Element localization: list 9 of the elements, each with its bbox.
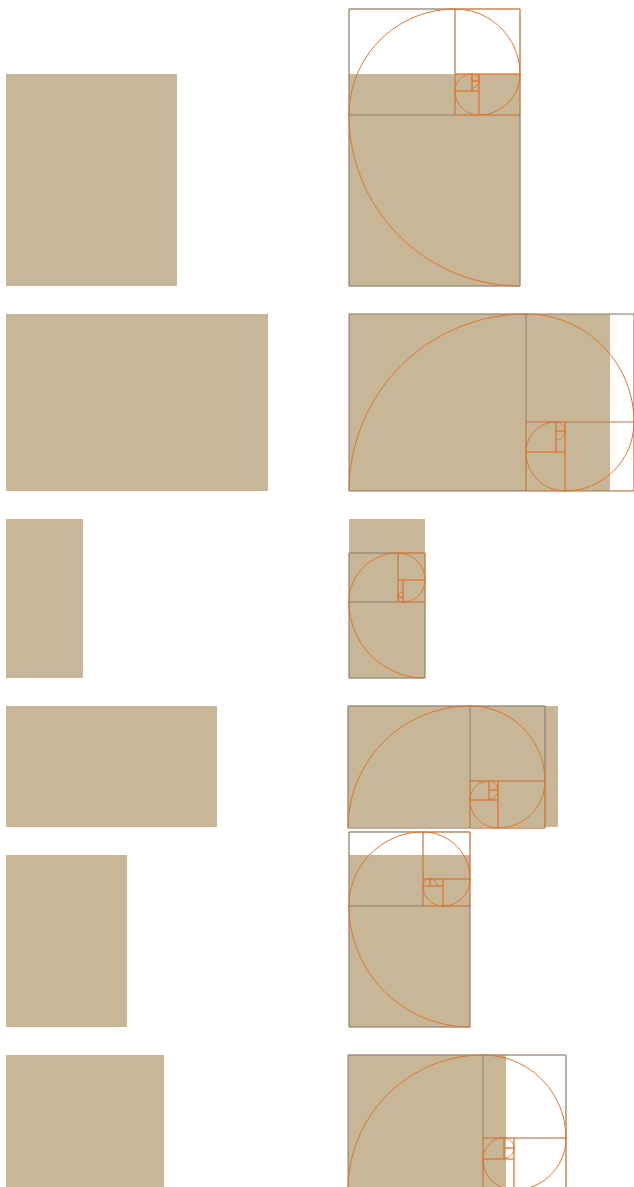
filled-rectangle <box>349 74 520 286</box>
filled-rectangle <box>6 519 83 678</box>
filled-rectangle <box>6 74 177 286</box>
filled-rectangle <box>6 706 217 827</box>
filled-rectangle <box>6 1055 164 1187</box>
filled-rectangle <box>348 1055 506 1187</box>
filled-rectangle <box>6 855 127 1027</box>
filled-rectangle <box>6 314 268 491</box>
filled-rectangle <box>349 519 425 678</box>
